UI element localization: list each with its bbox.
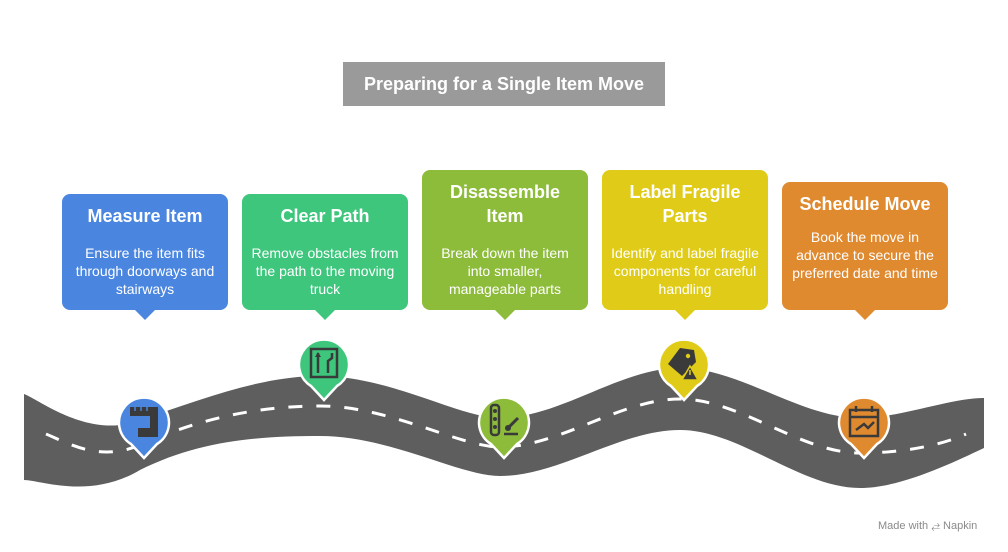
calendar-icon xyxy=(837,396,891,460)
step-description: Identify and label fragile components fo… xyxy=(611,245,759,297)
step-title: Clear Path xyxy=(280,206,370,226)
ruler-icon xyxy=(117,396,171,460)
step-title: Disassemble Item xyxy=(449,182,561,226)
fragile-tag-icon xyxy=(657,338,711,402)
step-title: Label Fragile Parts xyxy=(629,182,741,226)
step-description: Break down the item into smaller, manage… xyxy=(441,245,569,297)
step-card-clear-path: Clear Path Remove obstacles from the pat… xyxy=(242,194,408,320)
step-title: Schedule Move xyxy=(799,194,931,214)
road-lanes-icon xyxy=(297,338,351,402)
disassemble-tools-icon xyxy=(477,396,531,460)
step-card-measure-item: Measure Item Ensure the item fits throug… xyxy=(62,194,228,320)
step-title: Measure Item xyxy=(87,206,203,226)
step-description: Remove obstacles from the path to the mo… xyxy=(251,245,399,297)
napkin-watermark: Made with ⥄ Napkin xyxy=(878,520,978,532)
step-description: Ensure the item fits through doorways an… xyxy=(75,245,215,297)
step-description: Book the move in advance to secure the p… xyxy=(792,229,938,281)
diagram-title: Preparing for a Single Item Move xyxy=(343,62,665,106)
step-card-disassemble-item: Disassemble Item Break down the item int… xyxy=(422,170,588,320)
step-card-schedule-move: Schedule Move Book the move in advance t… xyxy=(782,182,948,320)
step-card-label-fragile-parts: Label Fragile Parts Identify and label f… xyxy=(602,170,768,320)
